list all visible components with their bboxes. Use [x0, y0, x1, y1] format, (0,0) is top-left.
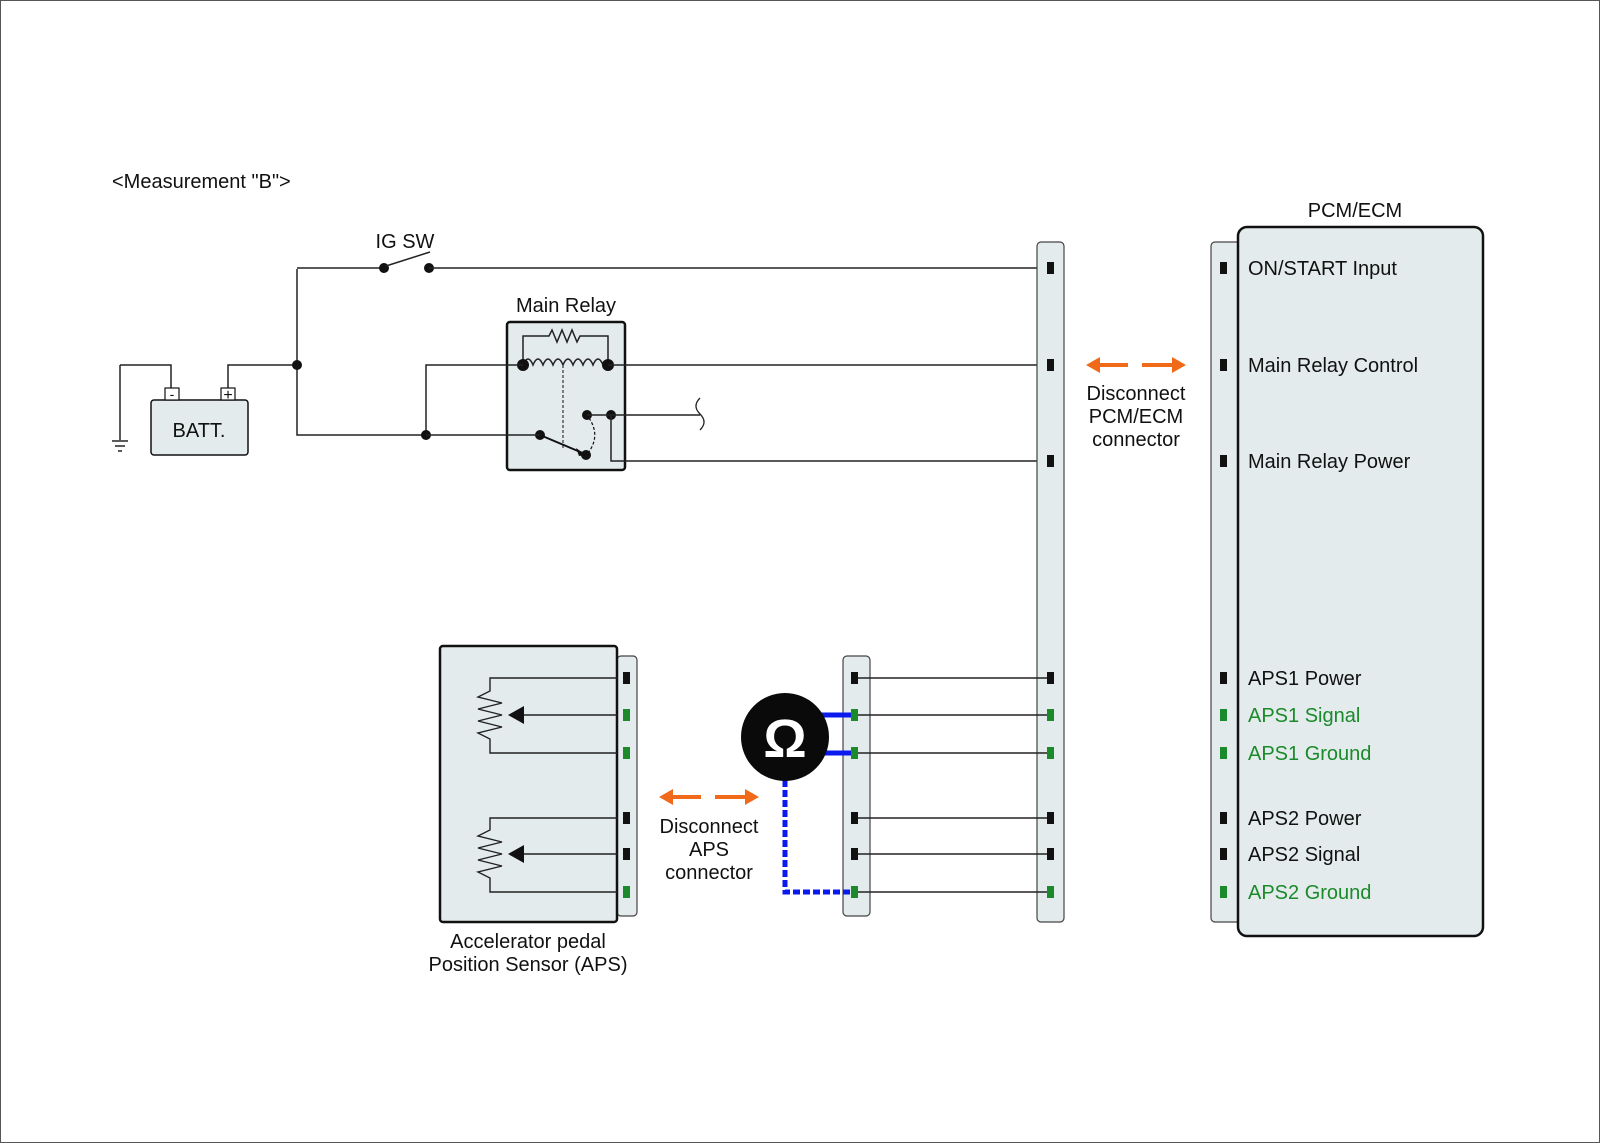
pcm-pin-label: Main Relay Power	[1248, 451, 1411, 473]
svg-text:+: +	[223, 387, 232, 404]
potentiometer-icon	[475, 817, 617, 893]
aps-pin	[623, 848, 630, 860]
aps-harness-pin	[851, 886, 858, 898]
disconnect-aps-annotation: Disconnect APS connector	[659, 789, 759, 884]
aps-harness-pin	[851, 672, 858, 684]
pcm-pin	[1220, 886, 1227, 898]
arrowhead-left	[1086, 357, 1100, 373]
aps-pin	[623, 709, 630, 721]
pcm-harness-connector[interactable]	[1036, 241, 1065, 923]
pcm-pin-label: Main Relay Control	[1248, 355, 1418, 377]
harness-pin	[1047, 747, 1054, 759]
pcm-pin	[1220, 709, 1227, 721]
ig-switch: IG SW	[297, 231, 1050, 273]
aps-harness-pin	[851, 747, 858, 759]
wiper-arrow-icon	[508, 706, 524, 724]
pcm-pin-label: APS2 Power	[1248, 808, 1362, 830]
harness-pin	[1047, 812, 1054, 824]
svg-text:connector: connector	[1092, 429, 1180, 451]
resistor-trace	[475, 677, 617, 754]
ground-icon	[112, 365, 128, 452]
aps-label-line2: Position Sensor (APS)	[429, 954, 628, 976]
svg-text:Disconnect: Disconnect	[660, 816, 759, 838]
svg-text:Disconnect: Disconnect	[1087, 383, 1186, 405]
pcm-pin	[1220, 262, 1227, 274]
harness-pin	[1047, 709, 1054, 721]
pcm-pin-label: APS1 Power	[1248, 668, 1362, 690]
svg-text:APS: APS	[689, 839, 729, 861]
wiper-arrow-icon	[508, 845, 524, 863]
harness-pin	[1047, 672, 1054, 684]
pcm-pin-label: APS2 Signal	[1248, 844, 1360, 866]
aps-harness-pin	[851, 812, 858, 824]
harness-pin	[1047, 455, 1054, 467]
pcm-pin	[1220, 747, 1227, 759]
svg-text:connector: connector	[665, 862, 753, 884]
pcm-pin	[1220, 812, 1227, 824]
battery-label: BATT.	[173, 420, 226, 442]
ohm-symbol: Ω	[763, 709, 806, 769]
main-relay: Main Relay	[505, 295, 627, 472]
arrowhead-right	[1172, 357, 1186, 373]
ig-switch-label: IG SW	[376, 231, 435, 253]
battery-positive-terminal	[220, 387, 236, 401]
pcm-pin-label: APS2 Ground	[1248, 882, 1371, 904]
svg-text:PCM/ECM: PCM/ECM	[1089, 406, 1183, 428]
aps-pin	[623, 886, 630, 898]
battery-negative-terminal	[164, 387, 180, 401]
pcm-pin	[1220, 455, 1227, 467]
potentiometer-icon	[475, 677, 617, 754]
main-relay-label: Main Relay	[516, 295, 616, 317]
pcm-pin	[1220, 848, 1227, 860]
aps-label-line1: Accelerator pedal	[450, 931, 606, 953]
pcm-title: PCM/ECM	[1308, 200, 1402, 222]
aps-sensor: Accelerator pedal Position Sensor (APS)	[429, 644, 638, 976]
harness-pin	[1047, 359, 1054, 371]
disconnect-pcm-annotation: Disconnect PCM/ECM connector	[1086, 357, 1186, 451]
pcm-pin-label: ON/START Input	[1248, 258, 1397, 280]
aps-sensor-connector[interactable]	[616, 655, 638, 917]
pcm-pin-label: APS1 Signal	[1248, 705, 1360, 727]
double-arrow-icon	[659, 789, 759, 805]
harness-pin	[1047, 262, 1054, 274]
ohmmeter-icon[interactable]: Ω	[741, 693, 829, 781]
aps-harness-connector[interactable]	[842, 655, 871, 917]
double-arrow-icon	[1086, 357, 1186, 373]
aps-pin	[623, 747, 630, 759]
aps-pin	[623, 812, 630, 824]
aps-harness-pin	[851, 848, 858, 860]
harness-pin	[1047, 848, 1054, 860]
pcm-pin-label: APS1 Ground	[1248, 743, 1371, 765]
arrowhead-right	[745, 789, 759, 805]
aps-pin	[623, 672, 630, 684]
svg-text:-: -	[170, 386, 175, 402]
harness-pin	[1047, 886, 1054, 898]
pcm-pin	[1220, 359, 1227, 371]
wire-break-icon	[695, 397, 705, 431]
aps-harness-pin	[851, 709, 858, 721]
arrowhead-left	[659, 789, 673, 805]
resistor-trace	[475, 817, 617, 893]
measurement-title: <Measurement "B">	[112, 171, 291, 193]
probe-lead-dashed	[782, 780, 851, 895]
battery: - + BATT.	[150, 386, 249, 456]
pcm-pin	[1220, 672, 1227, 684]
